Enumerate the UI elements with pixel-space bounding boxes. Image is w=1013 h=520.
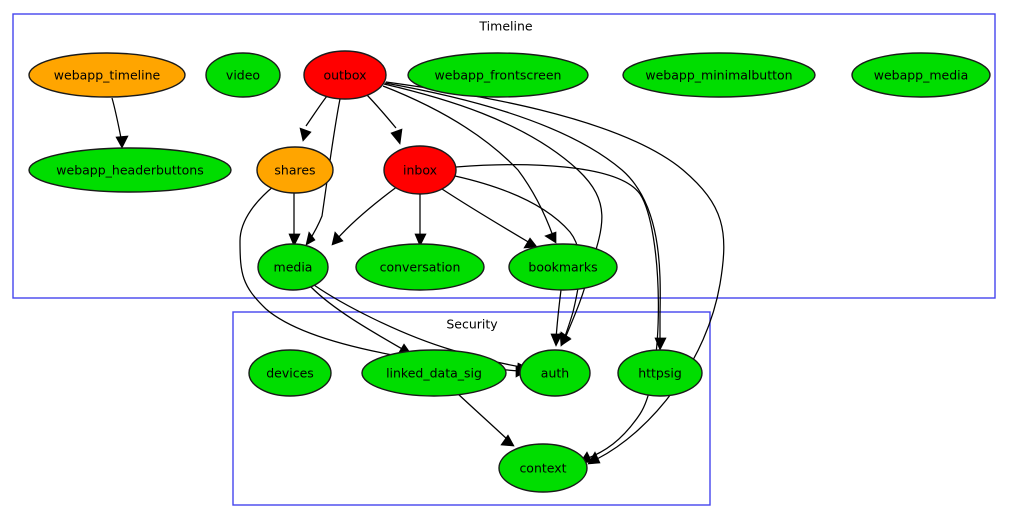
node-shape-context[interactable]: [498, 443, 588, 493]
cluster-label-timeline: Timeline: [478, 19, 532, 34]
node-shape-media[interactable]: [257, 243, 329, 291]
edge-outbox-to-inbox: [364, 92, 403, 145]
arrowhead-icon: [550, 333, 563, 347]
edge-line: [441, 188, 531, 244]
edge-line: [384, 82, 661, 342]
node-shape-conversation[interactable]: [355, 243, 485, 291]
node-httpsig[interactable]: httpsig: [617, 349, 703, 397]
arrowhead-icon: [288, 233, 301, 247]
edge-outbox-to-httpsig: [384, 82, 667, 351]
node-webapp_frontscreen[interactable]: webapp_frontscreen: [407, 52, 589, 98]
edge-line: [455, 164, 659, 460]
node-conversation[interactable]: conversation: [355, 243, 485, 291]
node-webapp_minimalbutton[interactable]: webapp_minimalbutton: [622, 52, 816, 98]
node-shape-webapp_headerbuttons[interactable]: [28, 147, 232, 193]
edge-line: [383, 83, 603, 337]
arrowhead-icon: [544, 231, 557, 244]
nodes-layer: webapp_timeline video outbox webapp_frontsc…: [28, 50, 991, 493]
edge-media-to-linked_data_sig: [310, 286, 412, 355]
node-webapp_timeline[interactable]: webapp_timeline: [28, 52, 186, 98]
node-webapp_media[interactable]: webapp_media: [851, 52, 991, 98]
edge-inbox-to-bookmarks: [441, 188, 538, 249]
edge-line: [111, 97, 123, 144]
node-shape-linked_data_sig[interactable]: [361, 349, 507, 397]
edge-inbox-to-context: [455, 164, 659, 464]
arrowhead-icon: [414, 233, 427, 247]
edge-linked_data_sig-to-context: [456, 392, 515, 447]
node-context[interactable]: context: [498, 443, 588, 493]
node-shares[interactable]: shares: [256, 146, 334, 194]
node-shape-webapp_minimalbutton[interactable]: [622, 52, 816, 98]
edge-line: [336, 185, 399, 240]
edge-line: [456, 392, 509, 441]
node-media[interactable]: media: [257, 243, 329, 291]
arrowhead-icon: [299, 127, 312, 142]
node-shape-bookmarks[interactable]: [508, 243, 618, 291]
node-outbox[interactable]: outbox: [303, 50, 387, 100]
edge-line: [308, 98, 341, 242]
arrowhead-icon: [559, 332, 571, 347]
node-shape-webapp_frontscreen[interactable]: [407, 52, 589, 98]
node-shape-webapp_timeline[interactable]: [28, 52, 186, 98]
cluster-timeline: Timeline: [12, 13, 996, 299]
node-webapp_headerbuttons[interactable]: webapp_headerbuttons: [28, 147, 232, 193]
node-bookmarks[interactable]: bookmarks: [508, 243, 618, 291]
arrowhead-icon: [523, 237, 538, 249]
node-shape-video[interactable]: [205, 52, 281, 98]
edge-line: [382, 85, 554, 237]
node-shape-shares[interactable]: [256, 146, 334, 194]
cluster-label-bg-security: [443, 317, 501, 333]
node-auth[interactable]: auth: [519, 349, 591, 397]
edge-inbox-to-media: [331, 185, 399, 246]
node-shape-inbox[interactable]: [383, 145, 457, 195]
cluster-security: Security: [232, 311, 711, 506]
node-shape-outbox[interactable]: [303, 50, 387, 100]
edge-outbox-to-shares: [299, 95, 328, 142]
cluster-border-security: [232, 311, 711, 506]
node-shape-webapp_media[interactable]: [851, 52, 991, 98]
cluster-label-security: Security: [446, 317, 498, 332]
node-video[interactable]: video: [205, 52, 281, 98]
arrowhead-icon: [331, 231, 344, 246]
edge-bookmarks-to-auth: [550, 289, 563, 347]
edge-outbox-to-bookmarks: [382, 85, 557, 244]
node-devices[interactable]: devices: [248, 349, 332, 397]
arrowhead-icon: [305, 231, 316, 246]
node-shape-devices[interactable]: [248, 349, 332, 397]
edge-outbox-to-auth: [383, 83, 603, 346]
edge-inbox-to-conversation: [414, 193, 427, 247]
edge-line: [364, 92, 397, 129]
node-inbox[interactable]: inbox: [383, 145, 457, 195]
arrowhead-icon: [115, 135, 129, 149]
arrowhead-icon: [500, 434, 515, 447]
arrowhead-icon: [390, 128, 403, 145]
cluster-label-bg-timeline: [477, 19, 535, 35]
node-linked_data_sig[interactable]: linked_data_sig: [361, 349, 507, 397]
node-shape-auth[interactable]: [519, 349, 591, 397]
edge-shares-to-media: [288, 192, 301, 247]
cluster-border-timeline: [12, 13, 996, 299]
edge-outbox-to-media: [305, 98, 341, 246]
edge-webapp_timeline-to-webapp_headerbuttons: [111, 97, 129, 149]
edge-line: [310, 286, 405, 351]
edge-line: [305, 95, 328, 127]
node-shape-httpsig[interactable]: [617, 349, 703, 397]
